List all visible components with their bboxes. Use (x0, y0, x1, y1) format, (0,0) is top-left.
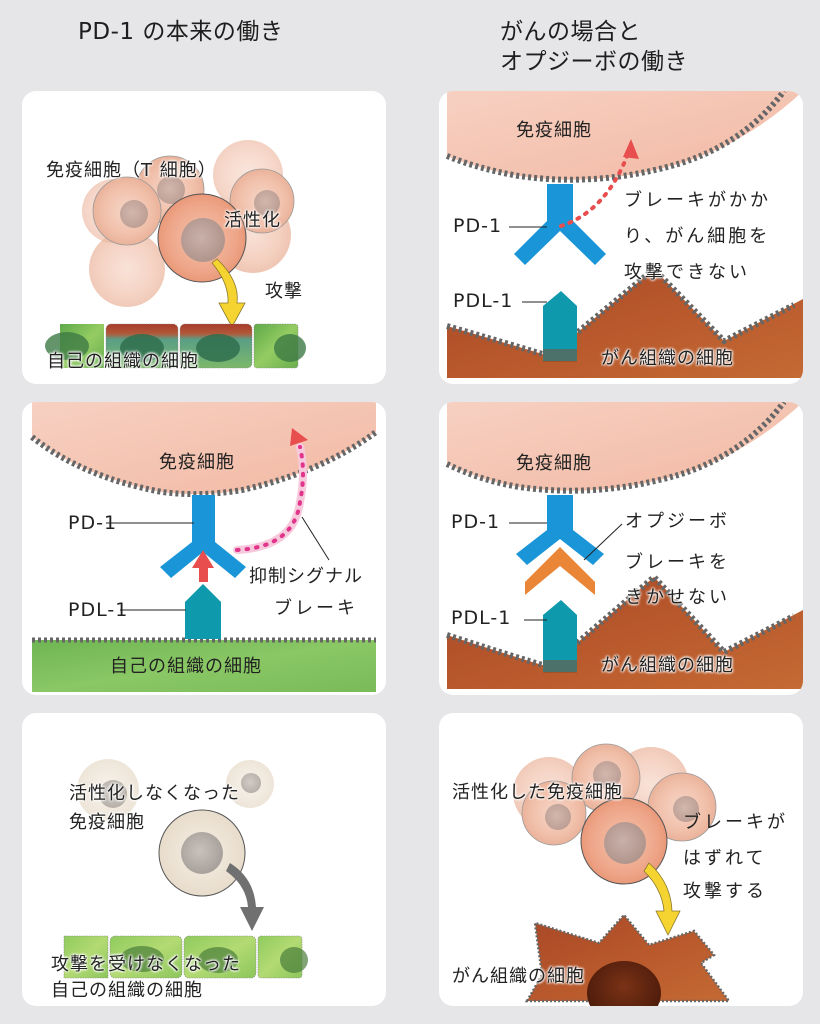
no-brake-note-line1: ブレーキを (625, 552, 730, 573)
opdivo-block-illustration (445, 402, 803, 689)
inhibitory-signal-arrowhead (290, 428, 308, 446)
activated-label: 活性化 (224, 210, 281, 231)
immune-cell-membrane (445, 402, 787, 494)
pd1-receptor (160, 495, 246, 578)
left-column-title: PD-1 の本来の働き (78, 19, 284, 45)
self-tissue-label: 自己の組織の細胞 (110, 656, 262, 677)
cancer-tissue (447, 577, 803, 689)
immune-cell-body (447, 402, 803, 491)
immune-cell-label: 免疫細胞 (516, 453, 592, 474)
brake-note-line1: ブレーキがかか (624, 190, 771, 211)
activated-immune-label: 活性化した免疫細胞 (452, 782, 623, 803)
brake-note-line2: り、がん細胞を (624, 226, 771, 247)
normal-brake-illustration (30, 402, 378, 692)
immune-cell-membrane (30, 429, 378, 498)
panel-normal-brake: 免疫細胞 PD-1 PDL-1 抑制シグナル ブレーキ 自己の組織の細胞 (22, 402, 386, 695)
immune-cell-label: 免疫細胞 (516, 120, 592, 141)
pd1-receptor (516, 495, 604, 565)
pdl1-label: PDL-1 (68, 599, 129, 621)
unattacked-tissue-label-line2: 自己の組織の細胞 (51, 980, 203, 1001)
panel-cancer-brake: 免疫細胞 PD-1 PDL-1 ブレーキがかか り、がん細胞を 攻撃できない が… (439, 91, 803, 384)
cancer-nucleus (587, 961, 661, 1006)
cancer-membrane (446, 572, 796, 671)
attack-note-line3: 攻撃する (683, 881, 767, 902)
self-tissue-label: 自己の組織の細胞 (47, 351, 199, 372)
self-tissue-cells (45, 323, 306, 369)
cancer-attack-illustration (513, 743, 732, 1006)
panel-opdivo-block: 免疫細胞 PD-1 PDL-1 オプジーボ ブレーキを きかせない がん組織の細… (439, 402, 803, 695)
opdivo-label: オプジーボ (625, 511, 730, 532)
cancer-tissue-label: がん組織の細胞 (601, 655, 734, 676)
pd1-label: PD-1 (451, 511, 501, 533)
inhibitory-signal-label: 抑制シグナル (249, 566, 363, 587)
pd1-label: PD-1 (68, 512, 118, 534)
no-attack-arrow (226, 863, 264, 931)
pdl1-ligand (543, 600, 577, 672)
unattacked-tissue-label-line1: 攻撃を受けなくなった (51, 954, 241, 975)
immune-cell-label: 免疫細胞（T 細胞） (46, 160, 217, 181)
brake-signal-arrow (559, 149, 631, 228)
untouched-tissue-cells (63, 935, 308, 979)
no-brake-note-line2: きかせない (625, 587, 730, 608)
right-column-title-line1: がんの場合と (500, 19, 641, 45)
self-tissue (32, 640, 376, 692)
immune-cell-membrane (445, 91, 787, 183)
attack-arrow (211, 258, 246, 328)
panel-cancer-attack: 活性化した免疫細胞 ブレーキが はずれて 攻撃する がん組織の細胞 (439, 713, 803, 1006)
brake-signal-arrowhead (623, 139, 639, 159)
attack-note-line1: ブレーキが (683, 812, 788, 833)
panel-inactive-immune: 活性化しなくなった 免疫細胞 攻撃を受けなくなった 自己の組織の細胞 (22, 713, 386, 1006)
activated-immune-cluster (513, 743, 717, 885)
pd1-label: PD-1 (453, 215, 503, 237)
activated-t-cell (157, 193, 247, 283)
right-column-title-line2: オプジーボの働き (500, 49, 688, 75)
cancer-membrane (446, 264, 796, 360)
opdivo-drug (525, 547, 595, 595)
cancer-tissue-label: がん組織の細胞 (452, 966, 585, 987)
cancer-tissue-label: がん組織の細胞 (601, 348, 734, 369)
cancer-tissue (447, 269, 803, 378)
attack-label: 攻撃 (265, 281, 303, 302)
cancer-brake-illustration (445, 91, 803, 378)
inactive-immune-cells (77, 759, 274, 897)
pdl1-ligand (185, 584, 221, 639)
immune-cell-label: 免疫細胞 (159, 452, 235, 473)
normal-activation-illustration (45, 140, 306, 369)
pdl1-ligand (543, 291, 577, 361)
attack-arrow (643, 862, 681, 936)
inactive-immune-label-line2: 免疫細胞 (69, 812, 145, 833)
brake-note-line3: 攻撃できない (624, 262, 750, 283)
binding-arrow (192, 550, 214, 582)
pdl1-label: PDL-1 (451, 607, 512, 629)
brake-label: ブレーキ (274, 598, 358, 619)
inactive-immune-label-line1: 活性化しなくなった (69, 783, 240, 804)
immune-cell-body (32, 402, 376, 495)
panel-normal-activation: 免疫細胞（T 細胞） 活性化 攻撃 自己の組織の細胞 (22, 91, 386, 384)
attack-note-line2: はずれて (683, 848, 767, 869)
cancer-cell (524, 913, 732, 1003)
pdl1-label: PDL-1 (453, 290, 514, 312)
inactive-immune-illustration (63, 759, 308, 979)
immune-cell-body (447, 91, 803, 180)
